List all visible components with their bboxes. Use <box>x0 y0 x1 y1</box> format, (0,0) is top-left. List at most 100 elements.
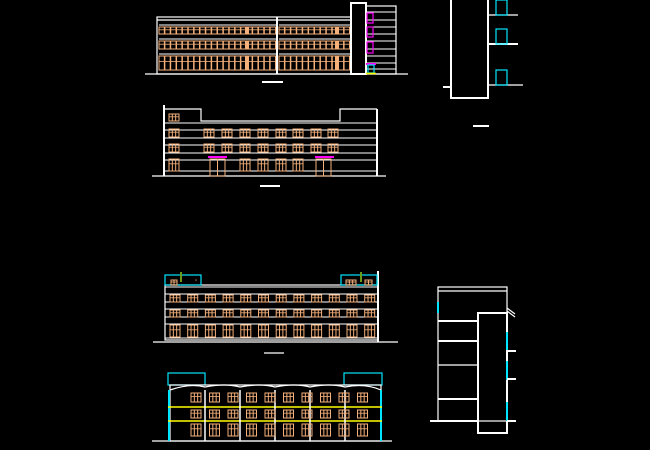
window-frame <box>170 26 177 35</box>
window-frame <box>240 324 252 338</box>
window <box>320 409 331 419</box>
window-frame <box>169 324 181 338</box>
window <box>495 69 508 86</box>
window <box>204 324 216 338</box>
window-frame <box>190 392 202 403</box>
stair-tower <box>350 2 367 75</box>
window-frame <box>209 409 220 419</box>
window-frame <box>284 26 291 35</box>
window <box>187 324 199 338</box>
window-frame <box>222 40 230 50</box>
window <box>176 40 183 50</box>
window <box>222 324 234 338</box>
window-frame <box>234 26 241 35</box>
window-frame <box>293 324 305 338</box>
window-frame <box>222 294 234 303</box>
window-frame <box>311 324 323 338</box>
window <box>311 324 323 338</box>
window <box>252 26 259 35</box>
window <box>302 26 309 35</box>
window <box>240 309 252 318</box>
window-frame <box>301 409 313 419</box>
window-frame <box>338 423 350 437</box>
window <box>199 40 206 50</box>
window-frame <box>257 40 265 50</box>
window-frame <box>205 55 212 71</box>
window-frame <box>176 55 183 71</box>
window <box>176 55 183 71</box>
window-frame <box>228 55 236 71</box>
window-frame <box>187 40 195 50</box>
window <box>181 55 189 71</box>
window <box>158 55 165 71</box>
window-frame <box>283 392 294 403</box>
window <box>275 309 287 318</box>
window <box>311 309 323 318</box>
window <box>320 392 331 403</box>
window <box>302 40 309 50</box>
window-frame <box>170 55 177 71</box>
window-frame <box>209 392 220 403</box>
window-frame <box>327 128 339 138</box>
window <box>290 40 297 50</box>
window <box>343 26 351 35</box>
window-frame <box>311 294 323 303</box>
window-frame <box>199 55 206 71</box>
window-frame <box>252 40 259 50</box>
window-frame <box>204 324 216 338</box>
window <box>164 40 171 50</box>
window-frame <box>302 26 309 35</box>
window-frame <box>228 40 236 50</box>
window-frame <box>187 26 195 35</box>
window <box>301 392 313 403</box>
window <box>292 158 304 172</box>
window-frame <box>187 55 195 71</box>
window <box>278 40 285 50</box>
window <box>199 55 206 71</box>
window <box>209 409 220 419</box>
window <box>205 26 212 35</box>
window <box>283 423 294 437</box>
window-frame <box>311 309 323 318</box>
window <box>164 55 171 71</box>
window-frame <box>252 55 259 71</box>
window <box>258 294 269 303</box>
window <box>234 40 241 50</box>
window-frame <box>258 324 269 338</box>
window-frame <box>275 294 287 303</box>
window <box>209 423 220 437</box>
window <box>187 294 199 303</box>
window <box>190 392 202 403</box>
window <box>170 26 177 35</box>
window-frame <box>292 128 304 138</box>
window <box>168 158 180 172</box>
window <box>264 409 276 419</box>
window <box>275 158 287 172</box>
window-frame <box>275 158 287 172</box>
window <box>495 28 508 45</box>
window-frame <box>203 143 215 153</box>
window <box>364 309 376 318</box>
window <box>292 128 304 138</box>
window-frame <box>275 143 287 153</box>
window <box>310 143 322 153</box>
window-frame <box>263 40 271 50</box>
door-canopy <box>208 156 227 158</box>
column-panel <box>245 41 249 49</box>
window-frame <box>204 294 216 303</box>
window-frame <box>217 55 224 71</box>
window <box>246 423 257 437</box>
window-frame <box>190 423 202 437</box>
window <box>308 26 315 35</box>
window <box>252 40 259 50</box>
window-frame <box>301 423 313 437</box>
window <box>239 158 251 172</box>
window-frame <box>338 392 350 403</box>
window <box>292 143 304 153</box>
window-frame <box>246 392 257 403</box>
window-frame <box>181 26 189 35</box>
window <box>203 143 215 153</box>
window-frame <box>257 26 265 35</box>
window <box>257 128 269 138</box>
